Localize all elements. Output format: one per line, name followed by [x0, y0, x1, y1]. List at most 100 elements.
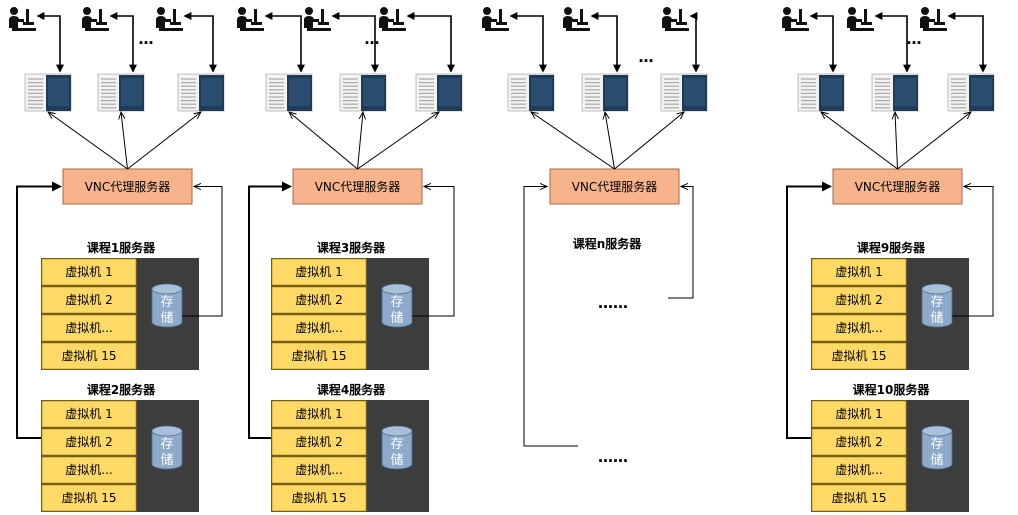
- database-cylinder-icon: [921, 283, 953, 328]
- proxy-terminal-link: [357, 112, 364, 170]
- ellipsis: …: [139, 30, 154, 48]
- proxy-terminal-link: [121, 112, 128, 170]
- storage-label: 存: [390, 437, 403, 452]
- vnc-proxy-server: [62, 168, 193, 205]
- virtual-machine-label: 虚拟机 1: [295, 265, 342, 279]
- virtual-machine-label: 虚拟机 2: [835, 293, 882, 307]
- course-server-title: 课程3服务器: [317, 240, 386, 255]
- user-at-computer-icon: [379, 7, 406, 31]
- course-server-title: 课程2服务器: [87, 382, 156, 397]
- user-terminal-link: [331, 12, 379, 73]
- user-terminal-link: [109, 12, 137, 73]
- virtual-machine-box: [41, 314, 137, 342]
- virtual-machine-box: [271, 342, 367, 370]
- virtual-machine-label: 虚拟机 1: [65, 407, 112, 421]
- database-cylinder-icon: [921, 425, 953, 470]
- client-desktop-screenshot-icon: [339, 73, 387, 112]
- course-server-title: 课程4服务器: [317, 382, 386, 397]
- virtual-machine-box: [811, 286, 907, 314]
- virtual-machine-box: [271, 400, 367, 428]
- user-at-computer-icon: [920, 7, 947, 31]
- client-desktop-screenshot-icon: [177, 73, 225, 112]
- user-at-computer-icon: [9, 7, 36, 31]
- user-terminal-link: [509, 12, 547, 73]
- user-at-computer-icon: [847, 7, 874, 31]
- client-desktop-screenshot-icon: [507, 73, 555, 112]
- virtual-machine-label: 虚拟机 15: [831, 491, 886, 505]
- client-desktop-screenshot-icon: [797, 73, 845, 112]
- virtual-machine-label: 虚拟机 2: [65, 435, 112, 449]
- storage-label: 储: [930, 311, 943, 326]
- virtual-machine-box: [271, 428, 367, 456]
- virtual-machine-box: [811, 456, 907, 484]
- proxy-terminal-link: [605, 112, 615, 170]
- virtual-machine-label: 虚拟机 15: [61, 491, 116, 505]
- server-proxy-link: [16, 181, 62, 439]
- storage-label: 储: [390, 453, 403, 468]
- user-terminal-link: [406, 12, 455, 73]
- user-terminal-link: [874, 12, 911, 73]
- user-terminal-link: [183, 12, 217, 73]
- client-desktop-screenshot-icon: [660, 73, 708, 112]
- vnc-proxy-label: VNC代理服务器: [85, 179, 171, 194]
- client-desktop-screenshot-icon: [871, 73, 919, 112]
- storage-proxy-link: [668, 187, 694, 299]
- client-desktop-screenshot-icon: [24, 73, 72, 112]
- virtual-machine-box: [41, 400, 137, 428]
- server-proxy-link: [786, 181, 832, 439]
- user-at-computer-icon: [82, 7, 109, 31]
- virtual-machine-box: [41, 258, 137, 286]
- virtual-machine-label: 虚拟机...: [65, 463, 112, 477]
- vnc-proxy-label: VNC代理服务器: [855, 179, 941, 194]
- virtual-machine-label: 虚拟机 2: [65, 293, 112, 307]
- proxy-terminal-link: [531, 112, 615, 170]
- virtual-machine-box: [271, 314, 367, 342]
- virtual-machine-label: 虚拟机 2: [295, 435, 342, 449]
- ellipsis: …: [365, 30, 380, 48]
- virtual-machine-label: 虚拟机 2: [295, 293, 342, 307]
- vnc-proxy-label: VNC代理服务器: [315, 179, 401, 194]
- storage-label: 存: [160, 295, 173, 310]
- virtual-machine-box: [811, 342, 907, 370]
- proxy-terminal-link: [48, 112, 128, 170]
- ellipsis: ……: [598, 294, 628, 312]
- ellipsis: ……: [598, 448, 628, 466]
- proxy-terminal-link: [821, 112, 898, 170]
- virtual-machine-box: [271, 484, 367, 512]
- vnc-proxy-label: VNC代理服务器: [572, 179, 658, 194]
- storage-proxy-link: [952, 187, 994, 317]
- database-cylinder-icon: [151, 425, 183, 470]
- virtual-machine-label: 虚拟机 15: [831, 349, 886, 363]
- virtual-machine-box: [811, 400, 907, 428]
- virtual-machine-box: [41, 484, 137, 512]
- user-terminal-link: [947, 12, 987, 73]
- user-at-computer-icon: [662, 7, 689, 31]
- storage-label: 储: [930, 453, 943, 468]
- virtual-machine-label: 虚拟机 15: [291, 349, 346, 363]
- server-proxy-link: [248, 181, 292, 439]
- virtual-machine-label: 虚拟机 1: [835, 407, 882, 421]
- virtual-machine-box: [271, 456, 367, 484]
- storage-label: 储: [160, 311, 173, 326]
- virtual-machine-label: 虚拟机...: [295, 463, 342, 477]
- storage-label: 储: [160, 453, 173, 468]
- user-at-computer-icon: [156, 7, 183, 31]
- user-at-computer-icon: [237, 7, 264, 31]
- storage-proxy-link: [182, 187, 223, 317]
- virtual-machine-box: [41, 286, 137, 314]
- course-server-title: 课程10服务器: [853, 382, 931, 397]
- user-at-computer-icon: [782, 7, 809, 31]
- virtual-machine-box: [811, 258, 907, 286]
- virtual-machine-label: 虚拟机...: [65, 321, 112, 335]
- virtual-machine-box: [271, 258, 367, 286]
- storage-proxy-link: [412, 187, 455, 317]
- course-server-title: 课程9服务器: [857, 240, 926, 255]
- virtual-machine-label: 虚拟机 1: [295, 407, 342, 421]
